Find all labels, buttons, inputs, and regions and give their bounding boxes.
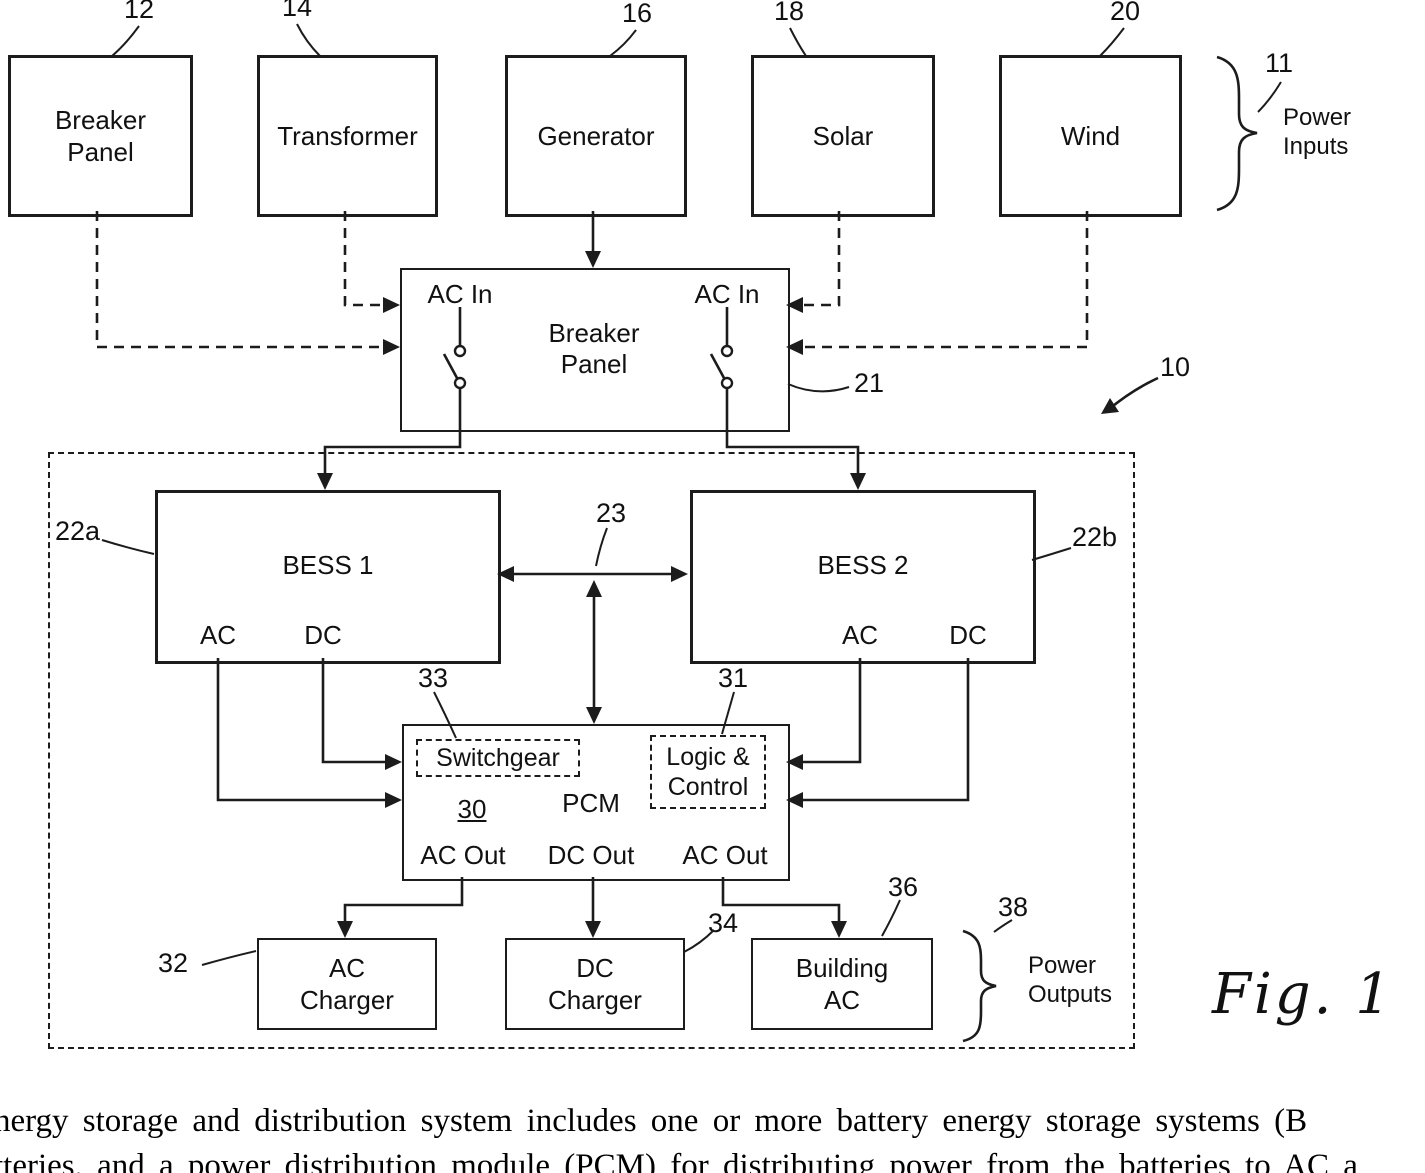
switchgear-box: Switchgear [416, 739, 580, 777]
power-outputs-group-label: Power Outputs [1028, 952, 1113, 1008]
ref-12: 12 [124, 0, 155, 24]
transformer-label: Transformer [277, 120, 418, 151]
building-ac-label: Building AC [795, 952, 889, 1016]
wind-label: Wind [1060, 120, 1121, 151]
solar-box: Solar [751, 55, 935, 217]
logic-control-box: Logic & Control [650, 735, 766, 809]
bess1-dc-label: DC [304, 620, 342, 650]
transformer-box: Transformer [257, 55, 438, 217]
bess2-label: BESS 2 [817, 549, 909, 580]
pcm-label: PCM [562, 788, 620, 818]
breaker-panel-input-box: Breaker Panel [8, 55, 193, 217]
ref-11: 11 [1265, 48, 1294, 78]
generator-feed-arrow [585, 211, 601, 268]
ref-38: 38 [998, 892, 1029, 922]
power-inputs-group-label: Power Inputs [1283, 104, 1352, 160]
ref-32: 32 [158, 948, 189, 978]
ac-in-left-label: AC In [427, 279, 493, 309]
building-ac-box: Building AC [751, 938, 933, 1030]
ref-36: 36 [888, 872, 919, 902]
generator-box: Generator [505, 55, 687, 217]
solar-label: Solar [812, 120, 874, 151]
figure-label: Fig. 1 [1212, 962, 1394, 1027]
ref-22a: 22a [55, 516, 101, 546]
bess1-ac-label: AC [199, 620, 237, 650]
ac-charger-label: AC Charger [300, 952, 394, 1016]
breaker-panel-input-label: Breaker Panel [54, 104, 147, 168]
ref-33: 33 [418, 663, 449, 693]
ref-34: 34 [708, 908, 739, 938]
ref-23: 23 [596, 498, 627, 528]
bess2-ac-label: AC [841, 620, 879, 650]
ac-in-right-label: AC In [694, 279, 760, 309]
switchgear-label: Switchgear [436, 744, 560, 772]
system-boundary [48, 452, 1135, 1049]
pcm-ac-out-left-label: AC Out [420, 840, 506, 870]
generator-label: Generator [537, 120, 655, 151]
ref-21: 21 [854, 368, 885, 398]
dc-charger-label: DC Charger [548, 952, 642, 1016]
power-inputs-brace [1216, 55, 1258, 212]
pcm-ac-out-right-label: AC Out [682, 840, 768, 870]
breaker-panel-label: Breaker Panel [548, 318, 640, 380]
ref-16: 16 [622, 0, 653, 28]
pcm-number: 30 [457, 794, 487, 824]
ref-10: 10 [1160, 352, 1191, 382]
ref-18: 18 [774, 0, 805, 26]
caption-line-1: nergy storage and distribution system in… [0, 1103, 1308, 1139]
bess1-label: BESS 1 [282, 549, 374, 580]
wind-box: Wind [999, 55, 1182, 217]
ref-31: 31 [718, 663, 749, 693]
ref-22b: 22b [1072, 522, 1118, 552]
caption-line-2: tteries, and a power distribution module… [0, 1148, 1358, 1173]
ac-charger-box: AC Charger [257, 938, 437, 1030]
ref-20: 20 [1110, 0, 1141, 26]
logic-control-label: Logic & Control [666, 743, 750, 801]
bess2-dc-label: DC [949, 620, 987, 650]
system-ref-arrow [1101, 376, 1159, 414]
dc-charger-box: DC Charger [505, 938, 685, 1030]
pcm-dc-out-label: DC Out [547, 840, 635, 870]
ref-14: 14 [282, 0, 313, 22]
